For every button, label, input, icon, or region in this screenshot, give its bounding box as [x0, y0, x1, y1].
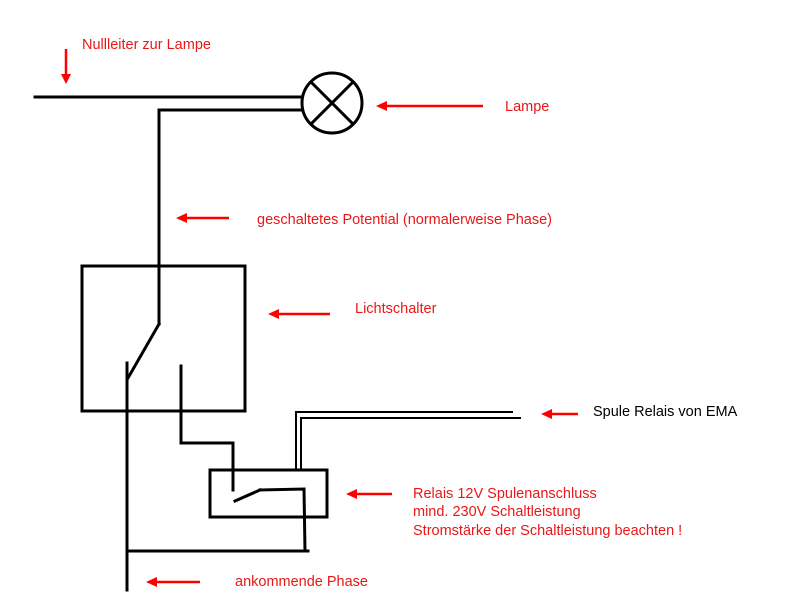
label-neutral: Nullleiter zur Lampe	[82, 37, 211, 53]
label-switched-potential: geschaltetes Potential (normalerweise Ph…	[257, 212, 552, 228]
switch-to-relay-wire	[179, 364, 235, 492]
label-lamp: Lampe	[505, 99, 550, 115]
lamp-cross-b	[308, 79, 356, 127]
label-relay-line2: mind. 230V Schaltleistung	[413, 504, 581, 520]
label-coil: Spule Relais von EMA	[593, 404, 738, 420]
lamp-symbol	[300, 71, 364, 135]
label-incoming-phase: ankommende Phase	[235, 574, 368, 590]
arrow-lamp	[376, 101, 483, 111]
arrow-switched-potential	[176, 213, 229, 223]
label-relay-line3: Stromstärke der Schaltleistung beachten …	[413, 523, 683, 539]
switch-lever	[125, 321, 162, 381]
arrow-light-switch	[268, 309, 330, 319]
label-relay-line1: Relais 12V Spulenanschluss	[413, 486, 597, 502]
light-switch-box	[80, 264, 247, 413]
label-light-switch: Lichtschalter	[355, 301, 437, 317]
arrow-coil	[541, 409, 578, 419]
coil-wire-inner	[300, 417, 521, 471]
switched-wire	[157, 108, 304, 326]
arrow-incoming-phase	[146, 577, 200, 587]
lamp-circle	[300, 71, 364, 135]
relay-contact-wire	[258, 487, 307, 553]
arrow-neutral	[61, 49, 71, 84]
relay-contact-lever	[233, 488, 262, 503]
coil-wire-outer	[295, 411, 513, 471]
relay-box	[208, 468, 329, 519]
arrow-relay	[346, 489, 392, 499]
